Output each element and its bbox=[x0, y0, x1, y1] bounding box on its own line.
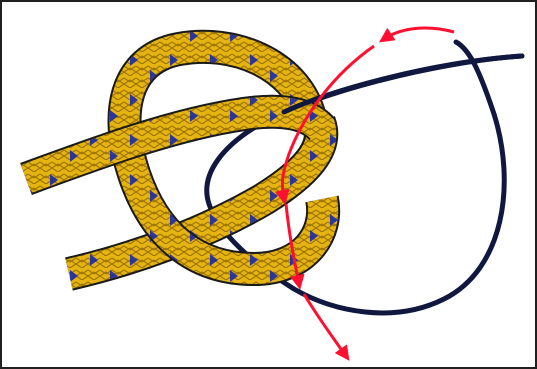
knot-diagram bbox=[4, 4, 537, 369]
red-arrow-icon bbox=[384, 28, 454, 39]
braided-rope bbox=[26, 47, 323, 274]
